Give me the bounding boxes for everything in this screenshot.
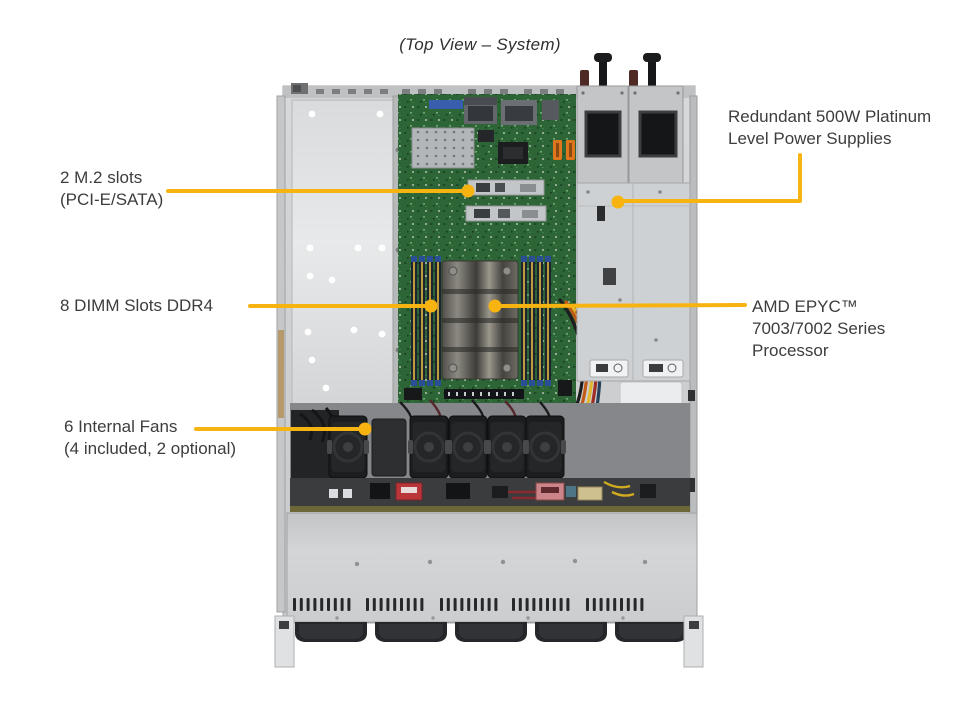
fan-zone — [290, 399, 690, 481]
front-cover — [286, 512, 698, 623]
drive-scallops — [295, 622, 687, 642]
psu-bay — [576, 182, 691, 382]
psu-left — [576, 85, 629, 184]
psu-section — [576, 53, 691, 503]
fan-4 — [484, 414, 530, 480]
callout-lines — [166, 153, 802, 431]
callout-label-processor: AMD EPYC™ 7003/7002 Series Processor — [752, 297, 886, 360]
fan-3 — [445, 414, 491, 480]
fan-row — [325, 414, 568, 480]
psu-handles — [580, 53, 661, 89]
callout-dot-cpu — [488, 299, 502, 313]
callout-label-power-supplies: Redundant 500W Platinum Level Power Supp… — [728, 107, 932, 148]
callout-dot-dimm — [424, 299, 438, 313]
callout-dot-m2 — [461, 184, 475, 198]
callout-line-psu — [623, 153, 802, 203]
fan-bay-filler — [371, 418, 407, 477]
callout-label-dimm-slots: 8 DIMM Slots DDR4 — [60, 296, 214, 315]
psu-right — [628, 85, 684, 184]
cpu-heatsink — [441, 260, 519, 380]
pin-heatsink — [411, 127, 475, 169]
motherboard — [398, 94, 602, 440]
io-ports — [429, 97, 559, 125]
callout-label-internal-fans: 6 Internal Fans (4 included, 2 optional) — [64, 417, 237, 458]
callout-dot-fans — [358, 422, 372, 436]
rack-ear-left — [274, 615, 295, 668]
callout-dot-psu — [611, 195, 625, 209]
figure-title: (Top View – System) — [399, 35, 561, 54]
sata-dom-connectors — [553, 140, 575, 160]
rack-ear-right — [683, 615, 704, 668]
left-bay — [291, 95, 404, 419]
callout-dots — [358, 184, 625, 436]
fan-2 — [406, 414, 452, 480]
front-panel-header — [444, 389, 524, 399]
callout-line-cpu — [500, 303, 747, 308]
m2-modules — [465, 179, 547, 222]
callout-label-m2-slots: 2 M.2 slots (PCI-E/SATA) — [60, 168, 164, 209]
fan-5 — [522, 414, 568, 480]
drive-backplane — [290, 478, 690, 512]
